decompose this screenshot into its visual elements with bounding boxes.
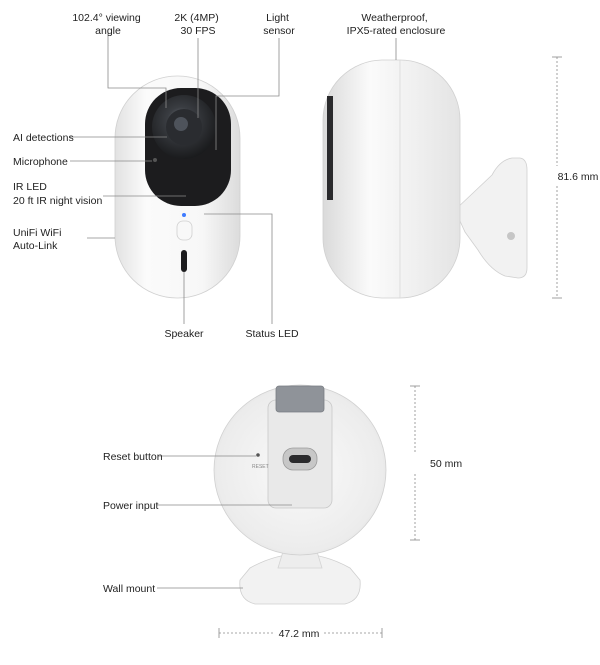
leader-lines [70, 32, 397, 589]
dimension-height: 81.6 mm [558, 171, 599, 183]
label-speaker: Speaker [164, 328, 204, 340]
status-led [182, 213, 186, 217]
speaker-grille [181, 250, 187, 272]
labels: 102.4° viewing angle 2K (4MP) 30 FPS Lig… [13, 12, 599, 640]
side-view [322, 59, 528, 299]
reset-engraving: RESET [252, 464, 269, 470]
label-light-sensor: Light sensor [263, 12, 295, 37]
dimension-depth: 50 mm [430, 458, 462, 470]
dimension-width: 47.2 mm [279, 628, 320, 640]
label-resolution: 2K (4MP) 30 FPS [174, 12, 221, 37]
reset-hole [256, 453, 260, 457]
label-status-led: Status LED [245, 328, 299, 340]
microphone-hole [153, 158, 157, 162]
label-microphone: Microphone [13, 156, 68, 168]
label-ai-detections: AI detections [13, 132, 74, 144]
front-button [176, 220, 193, 241]
hinge-cap [275, 385, 325, 413]
label-wall-mount: Wall mount [103, 583, 155, 595]
side-camera-body [322, 59, 461, 299]
label-unifi-wifi: UniFi WiFi Auto-Link [13, 227, 64, 252]
label-viewing-angle: 102.4° viewing angle [72, 12, 143, 37]
mount-arm [454, 157, 528, 279]
front-view [114, 75, 241, 299]
label-ir-led: IR LED 20 ft IR night vision [13, 181, 102, 207]
dimension-lines [218, 56, 562, 638]
label-reset-button: Reset button [103, 451, 163, 463]
label-power-input: Power input [103, 500, 159, 512]
back-view: RESET [213, 384, 387, 605]
label-weatherproof: Weatherproof, IPX5-rated enclosure [347, 12, 446, 37]
